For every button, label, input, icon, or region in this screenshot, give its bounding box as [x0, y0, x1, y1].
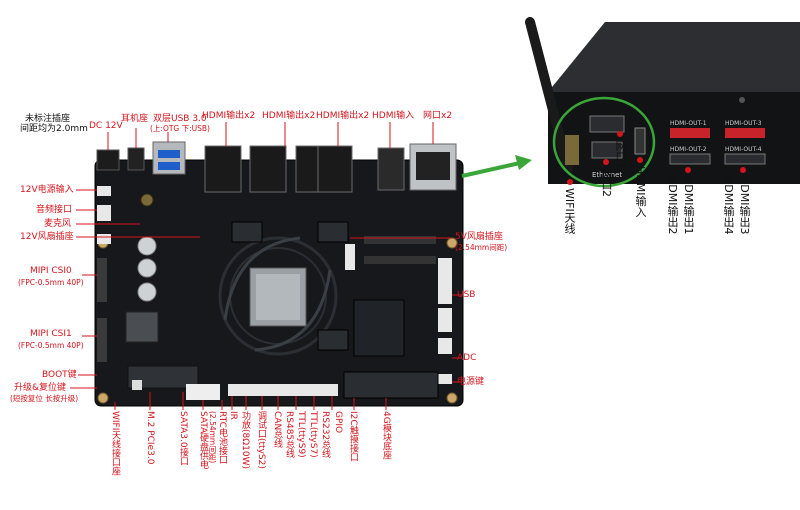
label-i2c: I2C触摸接口	[348, 411, 358, 462]
pcb-board	[94, 141, 464, 407]
note-line1: 未标注插座	[25, 114, 71, 124]
case-label-out2: HDMI输出2	[666, 176, 679, 235]
label-debug: 调试口(ttyS2)	[256, 411, 266, 469]
label-csi1-sub: (FPC-0.5mm 40P)	[18, 341, 84, 350]
label-m2: M.2 PCIe3.0	[145, 411, 155, 465]
case-out3: HDMI-OUT-3	[725, 120, 762, 127]
label-4g: 4G模块底座	[381, 411, 391, 460]
case-out4: HDMI-OUT-4	[725, 146, 762, 153]
label-rtc: RTC电池接口	[217, 411, 227, 464]
label-can: CAN总线	[272, 411, 282, 449]
label-rs485: RS485总线	[284, 411, 294, 459]
label-csi1: MIPI CSI1	[30, 329, 72, 339]
label-sata: SATA3.0接口	[178, 411, 188, 466]
label-ir: IR	[228, 411, 238, 420]
case-label-lan1: 网口1	[614, 140, 627, 169]
leader-lines	[70, 122, 462, 410]
label-boot: BOOT键	[42, 370, 77, 380]
case-label-wifi: WIFI天线	[563, 188, 576, 234]
label-usb-line2: (上:OTG 下:USB)	[150, 124, 210, 133]
label-sata-power-sub: (2.54mm间距)	[208, 411, 217, 464]
label-hdmi-out-b: HDMI输出x2	[262, 111, 316, 121]
label-csi0-sub: (FPC-0.5mm 40P)	[18, 278, 84, 287]
case-label-out1: HDMI输出1	[682, 176, 695, 235]
label-ttl9: TTL(ttyS9)	[296, 411, 306, 458]
link-arrow	[461, 155, 532, 178]
enclosure-case	[525, 17, 800, 188]
label-wifi-antenna: WIFI天线接口座	[110, 411, 120, 476]
case-out1: HDMI-OUT-1	[670, 120, 707, 127]
label-dc12v: DC 12V	[89, 121, 123, 131]
case-label-hdmi-in: HDMI输入	[634, 166, 647, 218]
note-line2: 间距均为2.0mm	[20, 124, 88, 134]
label-hdmi-out-c: HDMI输出x2	[316, 111, 370, 121]
label-ttl7: TTL(ttyS7)	[308, 411, 318, 458]
label-fan5-sub: (2.54mm间距)	[455, 243, 508, 252]
case-label-out3: HDMI输出3	[738, 176, 751, 235]
label-upgrade: 升级&复位键	[14, 383, 67, 393]
case-label-out4: HDMI输出4	[722, 176, 735, 235]
label-audio: 音频接口	[36, 205, 73, 215]
label-mic: 麦克风	[44, 219, 72, 229]
case-ethernet: Ethernet	[592, 171, 623, 179]
label-usb-right: USB	[457, 290, 476, 300]
label-sata-power: SATA硬盘供电	[198, 411, 208, 470]
label-upgrade-sub: (短按复位 长按升级)	[10, 394, 79, 403]
label-hdmi-in: HDMI输入	[372, 111, 415, 121]
case-label-lan2: 网口2	[600, 168, 613, 197]
label-amp: 功放(8Ω10W)	[240, 411, 250, 469]
label-gpio: GPIO	[333, 411, 343, 434]
label-fan5: 5V风扇插座	[455, 232, 503, 242]
label-power-in: 12V电源输入	[20, 185, 74, 195]
label-power-key: 电源键	[457, 377, 485, 387]
label-csi0: MIPI CSI0	[30, 266, 72, 276]
label-usb-line1: 双层USB 3.0	[153, 114, 207, 124]
label-fan12: 12V风扇插座	[20, 232, 74, 242]
label-rs232: RS232总线	[320, 411, 330, 459]
label-hdmi-out-a: HDMI输出x2	[202, 111, 256, 121]
label-adc: ADC	[457, 353, 477, 363]
case-out2: HDMI-OUT-2	[670, 146, 707, 153]
label-lan: 网口x2	[423, 111, 453, 121]
label-earphone: 耳机座	[121, 114, 149, 124]
